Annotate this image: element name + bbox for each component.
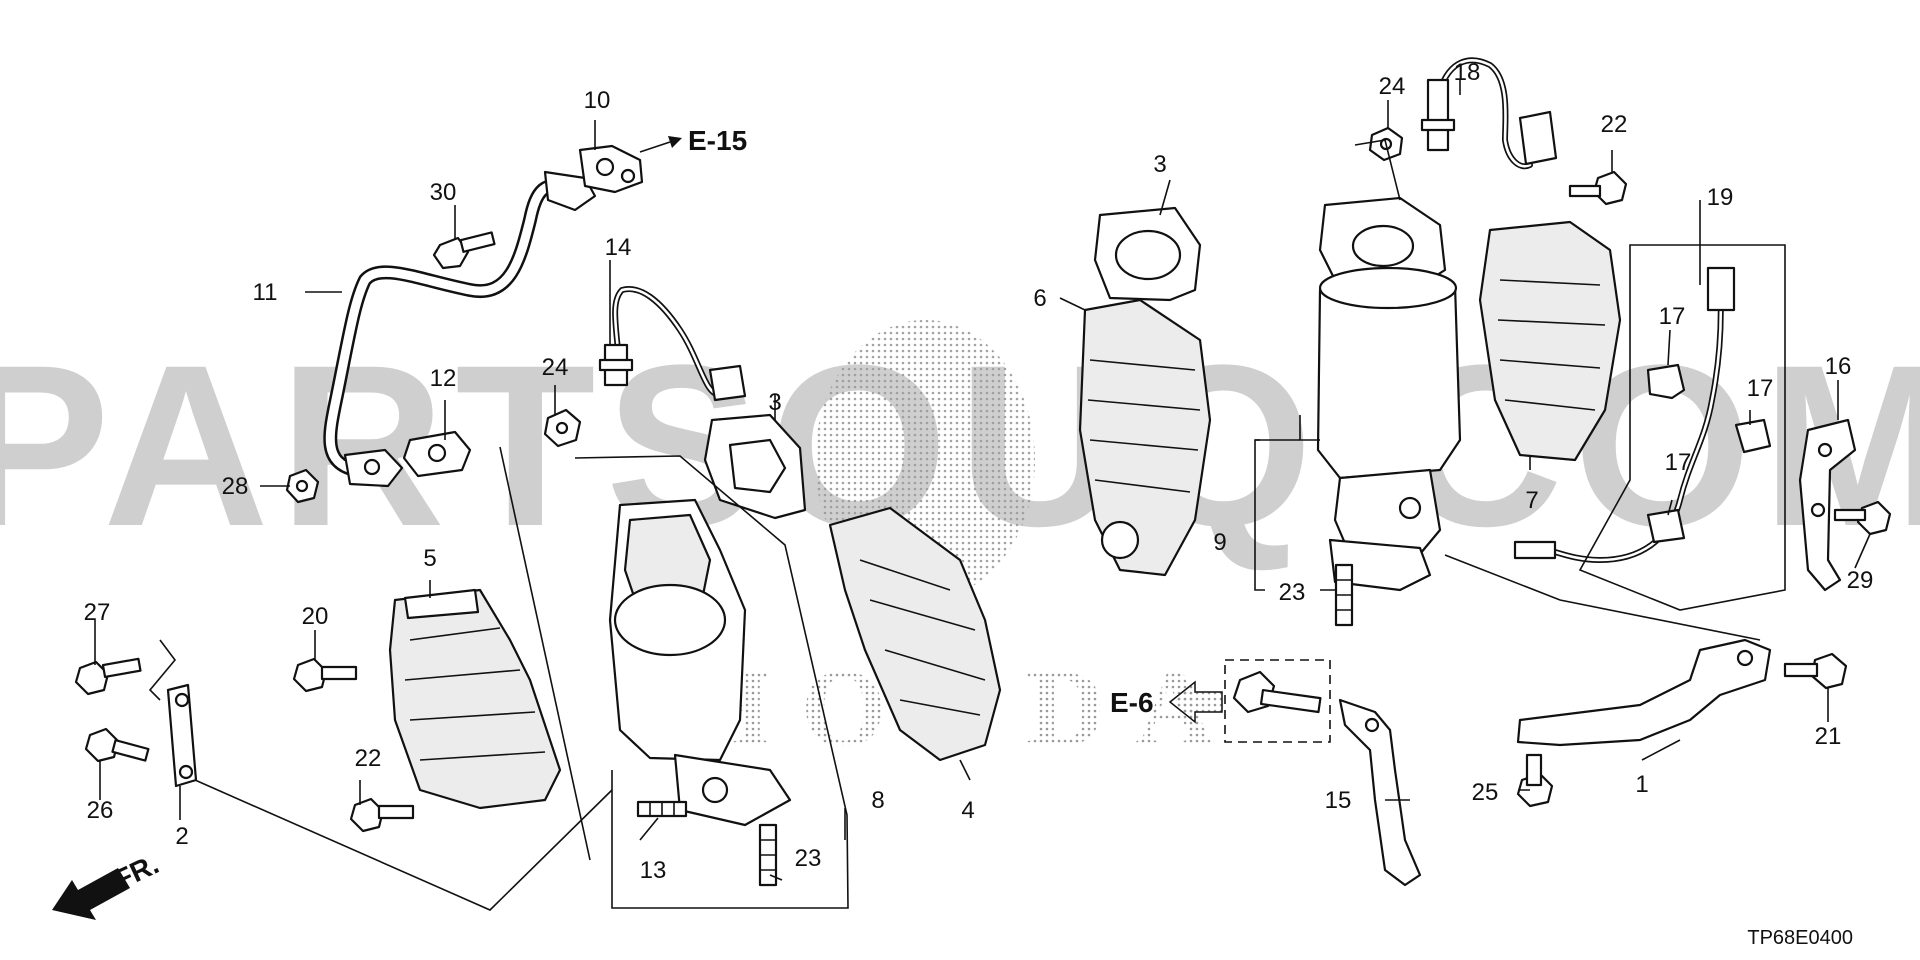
part-bolt-30 [432, 231, 496, 270]
callout-12[interactable]: 12 [430, 365, 457, 392]
callout-15[interactable]: 15 [1325, 787, 1352, 814]
part-gasket-12 [402, 430, 472, 478]
part-oxygen-sensor-19 [1513, 266, 1736, 564]
callout-18[interactable]: 18 [1454, 59, 1481, 86]
arrow-left-hollow-icon [1168, 680, 1223, 724]
part-heat-shield-4 [828, 506, 1002, 762]
part-oxygen-sensor-18 [1420, 57, 1558, 170]
callouts: 10 30 11 14 12 24 28 3 5 27 20 26 2 22 1… [84, 59, 1874, 884]
callout-13[interactable]: 13 [640, 857, 667, 884]
callout-27[interactable]: 27 [84, 599, 111, 626]
part-heat-shield-6 [1078, 298, 1212, 577]
part-bolt-22-right [1568, 170, 1628, 206]
part-gasket-3-right [1093, 206, 1202, 302]
part-bolt-25 [1516, 753, 1554, 808]
leader-lines [94, 80, 1871, 911]
part-bolt-26 [84, 727, 150, 763]
part-clip-17-c [1646, 508, 1686, 544]
part-catalytic-converter-8 [608, 498, 792, 827]
part-bolt-21 [1783, 652, 1848, 690]
callout-22-right[interactable]: 22 [1601, 111, 1628, 138]
part-bolt-29 [1833, 500, 1892, 536]
callout-3-left[interactable]: 3 [768, 389, 781, 416]
arrow-right-icon [668, 136, 682, 148]
callout-6[interactable]: 6 [1033, 285, 1046, 312]
part-stud-23-rear [1334, 563, 1354, 627]
callout-8[interactable]: 8 [871, 787, 884, 814]
callout-23-rear[interactable]: 23 [1279, 579, 1306, 606]
callout-2[interactable]: 2 [175, 823, 188, 850]
diagram-code: TP68E0400 [1747, 927, 1853, 949]
callout-28[interactable]: 28 [222, 473, 249, 500]
part-clip-17-a [1646, 363, 1686, 400]
part-nut-28 [285, 468, 320, 504]
callout-14[interactable]: 14 [605, 234, 632, 261]
callout-20[interactable]: 20 [302, 603, 329, 630]
callout-17-b[interactable]: 17 [1747, 375, 1774, 402]
callout-4[interactable]: 4 [961, 797, 974, 824]
reference-e6-label[interactable]: E-6 [1110, 687, 1154, 718]
front-arrow: FR. [52, 848, 163, 920]
callout-24-right[interactable]: 24 [1379, 73, 1406, 100]
part-bolt-20 [292, 657, 358, 693]
callout-3-right[interactable]: 3 [1153, 151, 1166, 178]
callout-30[interactable]: 30 [430, 179, 457, 206]
callout-29[interactable]: 29 [1847, 567, 1874, 594]
callout-16[interactable]: 16 [1825, 353, 1852, 380]
part-bolt-27 [74, 657, 142, 696]
reference-e15-label[interactable]: E-15 [688, 125, 747, 156]
callout-1[interactable]: 1 [1635, 771, 1648, 798]
part-egr-pipe [323, 170, 597, 488]
callout-21[interactable]: 21 [1815, 723, 1842, 750]
part-catalytic-converter-9 [1316, 196, 1462, 592]
part-stay-1 [1516, 638, 1772, 747]
part-bracket-16 [1798, 418, 1857, 592]
part-stay-15 [1224, 659, 1422, 887]
part-gasket-3-left [703, 413, 807, 520]
callout-25[interactable]: 25 [1472, 779, 1499, 806]
part-bracket-2 [166, 683, 198, 788]
part-stud-23-front [758, 823, 778, 887]
part-bolt-22-left [349, 797, 415, 833]
callout-19[interactable]: 19 [1707, 184, 1734, 211]
front-arrow-icon [52, 868, 130, 920]
reference-e15[interactable]: E-15 [639, 125, 747, 156]
reference-e6[interactable]: E-6 [1110, 680, 1223, 724]
part-nut-24-left [543, 408, 582, 448]
callout-22-left[interactable]: 22 [355, 745, 382, 772]
part-stud-13 [636, 800, 688, 818]
callout-5[interactable]: 5 [423, 545, 436, 572]
callout-10[interactable]: 10 [584, 87, 611, 114]
callout-24-left[interactable]: 24 [542, 354, 569, 381]
callout-26[interactable]: 26 [87, 797, 114, 824]
part-heat-shield-7 [1478, 220, 1622, 462]
callout-17-c[interactable]: 17 [1665, 449, 1692, 476]
callout-11[interactable]: 11 [253, 279, 278, 306]
callout-9[interactable]: 9 [1213, 529, 1226, 556]
callout-17-a[interactable]: 17 [1659, 303, 1686, 330]
part-clip-17-b [1734, 418, 1772, 454]
callout-7[interactable]: 7 [1525, 487, 1538, 514]
part-heat-shield-5 [388, 588, 562, 810]
callout-23-front[interactable]: 23 [795, 845, 822, 872]
part-oxygen-sensor-14 [598, 286, 747, 402]
part-flange-10 [578, 144, 644, 194]
